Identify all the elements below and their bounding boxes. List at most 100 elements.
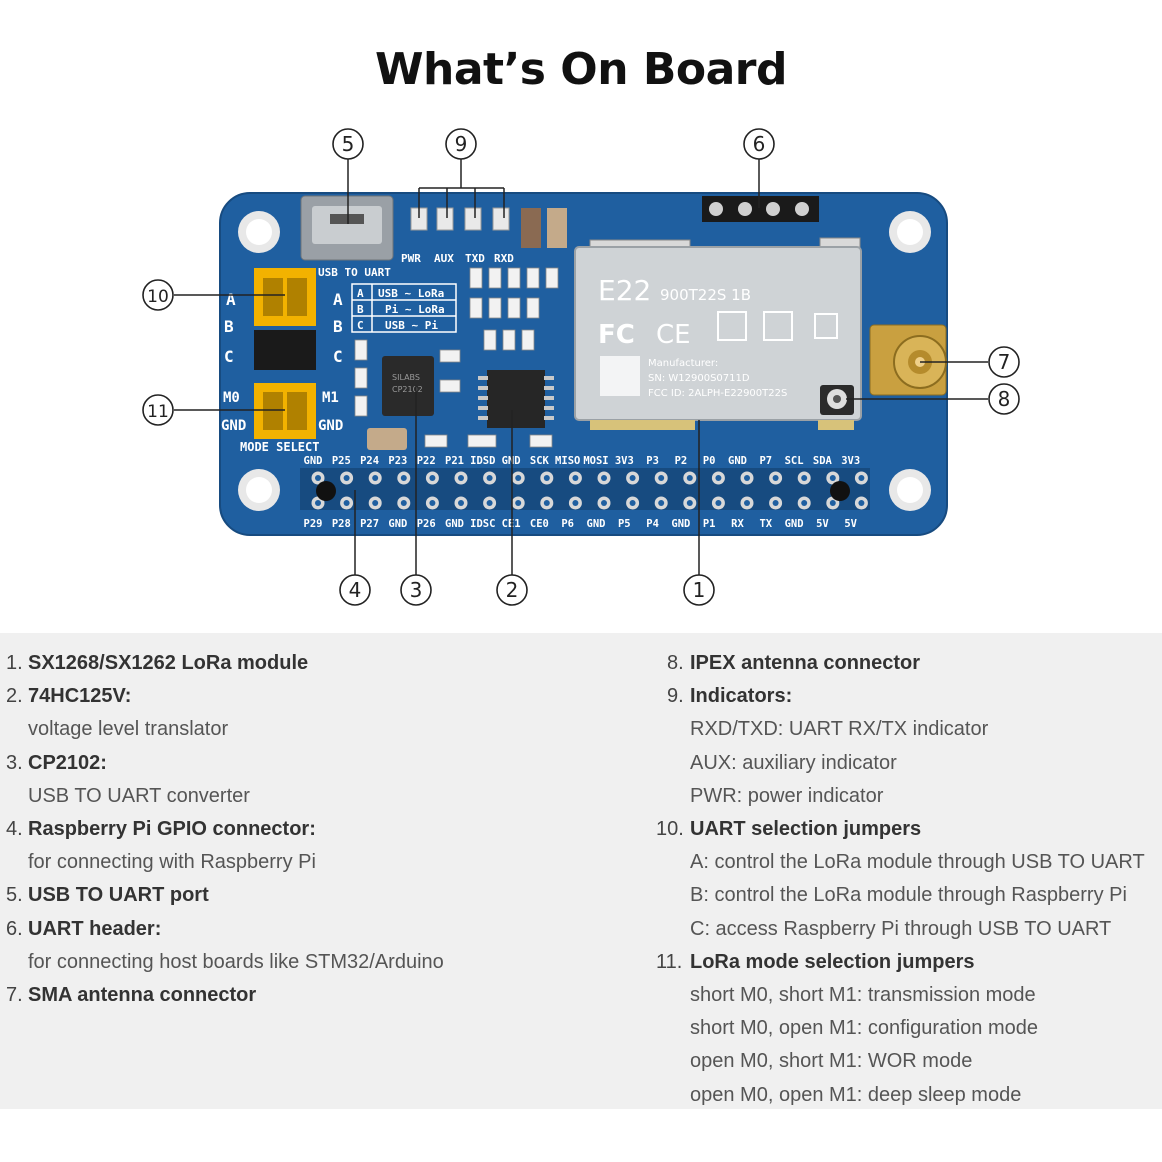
row-label-c-right: C [333,347,343,366]
pin-top-p7-label: P7 [759,455,772,467]
legend-item-number: 10. [656,818,684,840]
callout-10: 10 [142,279,174,311]
callout-circle [496,574,528,606]
legend-item-heading: USB TO UART port [28,884,209,907]
pin-top-p23-label: P23 [388,455,407,467]
legend-item-description: A: control the LoRa module through USB T… [690,851,1145,874]
row-label-b: B [224,317,234,336]
pin-top-p25-label: P25 [332,455,351,467]
jt-key-c: C [357,319,364,332]
legend-item-description: short M0, open M1: configuration mode [690,1017,1038,1040]
callout-circle [683,574,715,606]
gpio-pin-hole [372,475,379,481]
legend-item-9: 9.Indicators: [667,685,792,708]
callout-11: 11 [142,394,174,426]
indicator-leds [410,207,567,248]
callout-7: 7 [988,346,1020,378]
callout-6: 6 [743,128,775,160]
gpio-strip [300,468,870,510]
legend-item-4: 4.Raspberry Pi GPIO connector: [6,818,316,841]
row-label-b-right: B [333,317,343,336]
pin-bottom-p29-label: P29 [304,518,323,530]
gpio-pin-hole [315,475,321,481]
pin-bottom-gnd-label: GND [671,518,690,530]
callout-circle [445,128,477,160]
pin-top-3v3-label: 3V3 [615,455,634,467]
ipex-connector [820,385,854,415]
gpio-pin-hole [400,500,407,506]
legend-item-10: 10.UART selection jumpers [656,818,921,841]
pin-top-sck-label: SCK [530,455,550,467]
usb-port [300,195,394,261]
callout-circle [988,346,1020,378]
pin-top-gnd-label: GND [728,455,747,467]
legend-item-description: RXD/TXD: UART RX/TX indicator [690,718,989,741]
pin-top-mosi-label: MOSI [583,455,608,467]
jt-value-c: USB ~ Pi [385,319,438,332]
pin-top-gnd-label: GND [502,455,521,467]
legend-item-heading: SMA antenna connector [28,984,257,1006]
pin-bottom-gnd-label: GND [388,518,407,530]
legend-item-number: 7. [6,984,23,1006]
pin-bottom-p27-label: P27 [360,518,379,530]
ce-mark: CE [656,320,691,350]
legend-item-number: 6. [6,917,23,940]
legend-item-heading: Indicators: [690,685,793,708]
callout-circle [332,128,364,160]
gpio-pin-hole [686,475,693,481]
legend-item-7: 7.SMA antenna connector [6,984,256,1007]
gpio-pin-hole [601,475,607,481]
legend-item-6: 6.UART header: [6,918,161,941]
pin-bottom-rx-label: RX [731,518,744,530]
callout-number: 8 [998,387,1011,411]
callout-circle [743,128,775,160]
legend-item-heading: LoRa mode selection jumpers [690,950,975,973]
gpio-pin-hole [686,500,693,506]
gpio-pin-hole [486,500,493,506]
pin-bottom-tx-label: TX [759,518,772,530]
pin-top-p22-label: P22 [417,455,436,467]
pin-bottom-5v-label: 5V [816,518,829,530]
legend-item-number: 5. [6,884,23,907]
gpio-pin-hole [744,500,750,506]
legend-item-number: 1. [6,652,23,674]
legend-item-number: 3. [6,751,23,774]
legend-item-5: 5.USB TO UART port [6,884,209,907]
legend-item-description: open M0, short M1: WOR mode [690,1050,973,1073]
gpio-pin-hole [801,500,808,506]
gpio-pin-hole [801,475,808,481]
pin-bottom-p5-label: P5 [618,518,631,530]
legend-item-number: 11. [656,950,683,973]
callout-number: 4 [349,578,362,602]
row-label-a-right: A [333,290,343,309]
module-name: E22 [598,274,651,307]
pin-top-p2-label: P2 [675,455,688,467]
gpio-pin-hole [772,475,779,481]
pin-bottom-gnd-label: GND [445,518,464,530]
pin-bottom-p6-label: P6 [561,518,574,530]
gpio-pin-hole [343,475,350,481]
uart-jumpers [254,268,316,370]
gpio-pin-hole [858,475,865,481]
legend-item-2: 2.74HC125V: [6,685,131,708]
mounting-holes [238,211,931,511]
page-title: What’s On Board [374,44,788,95]
legend-item-number: 4. [6,818,23,840]
jumper-table [351,283,457,333]
gpio-pin-hole [715,475,722,481]
gpio-pin-hole [658,500,665,506]
callout-1: 1 [683,574,715,606]
sma-connector [869,324,947,396]
legend-item-description: open M0, open M1: deep sleep mode [690,1083,1022,1106]
callout-circle [142,279,174,311]
jt-key-a: A [357,287,364,300]
board-diagram: USB TO UART PWR AUX TXD RXD E22 900T22S … [142,128,1020,606]
pin-top-scl-label: SCL [785,455,804,467]
fc-mark: FC [598,320,635,350]
legend-item-description: short M0, short M1: transmission mode [690,984,1036,1006]
legend-item-description: for connecting host boards like STM32/Ar… [28,950,444,973]
callout-number: 7 [998,350,1011,374]
pin-bottom-idsc-label: IDSC [470,518,495,530]
legend-item-heading: IPEX antenna connector [690,652,921,674]
